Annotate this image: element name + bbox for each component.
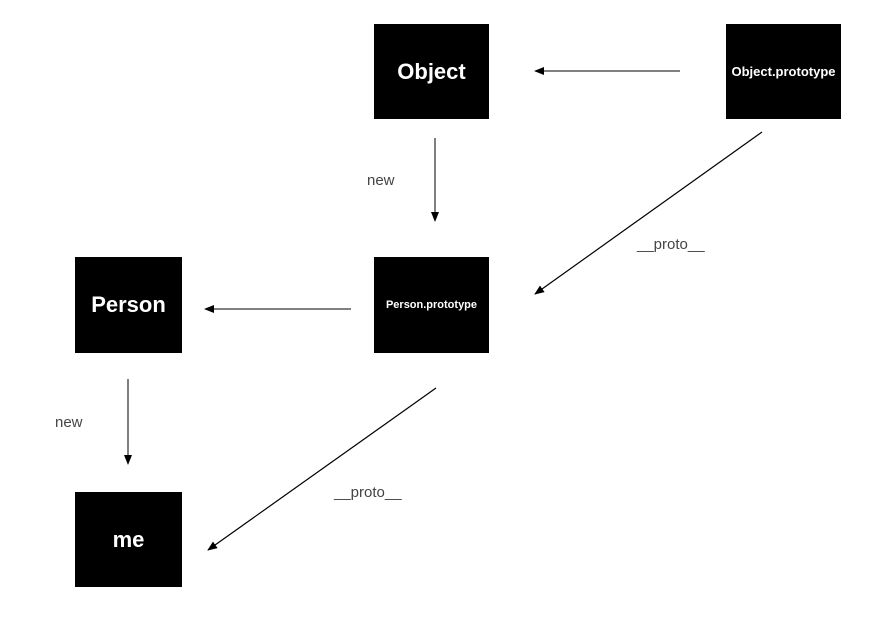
node-object: Object [374,24,489,119]
edge-label-new-person: new [55,414,83,431]
node-me-label: me [112,526,145,552]
node-person: Person [75,257,182,353]
node-person-prototype-label: Person.prototype [385,299,478,311]
edge-label-new-object: new [367,172,395,189]
edge-label-proto-person-prototype: __proto__ [637,236,705,253]
edge-label-proto-me: __proto__ [334,484,402,501]
arrow-proto-person-prototype-to-me [207,387,437,551]
node-object-prototype-label: Object.prototype [731,64,836,79]
node-person-label: Person [91,292,166,317]
arrow-proto-object-prototype-to-person-prototype [534,131,763,295]
node-me: me [75,492,182,587]
node-person-prototype: Person.prototype [374,257,489,353]
node-object-label: Object [397,58,466,84]
node-object-prototype: Object.prototype [726,24,841,119]
